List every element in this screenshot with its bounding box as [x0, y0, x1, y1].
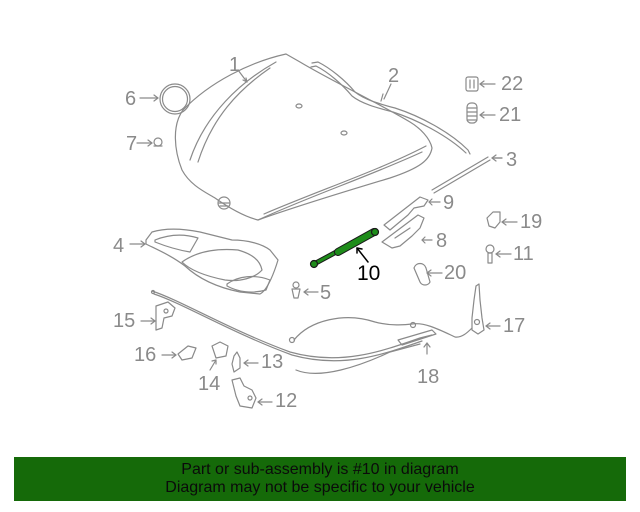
part-5-pin — [291, 281, 319, 299]
part-12-latch-bracket — [231, 377, 273, 409]
callout-22[interactable]: 22 — [501, 73, 524, 95]
banner-disclaimer-line: Diagram may not be specific to your vehi… — [165, 479, 475, 496]
callout-4[interactable]: 4 — [113, 235, 125, 257]
callout-10-highlighted[interactable]: 10 — [357, 262, 381, 285]
callout-16[interactable]: 16 — [134, 344, 157, 366]
part-10-lift-support-strut — [309, 227, 380, 269]
callout-2[interactable]: 2 — [388, 65, 400, 87]
callout-11[interactable]: 11 — [513, 243, 534, 265]
part-22-clip — [465, 76, 496, 92]
part-9-hinge-bracket — [383, 196, 441, 231]
part-17-latch — [471, 283, 501, 335]
part-14-bumper — [209, 341, 229, 371]
callout-19[interactable]: 19 — [520, 211, 543, 233]
callout-14[interactable]: 14 — [198, 373, 221, 395]
part-8-hinge — [381, 214, 433, 249]
callout-6[interactable]: 6 — [125, 88, 137, 110]
callout-3[interactable]: 3 — [506, 149, 518, 171]
callout-9[interactable]: 9 — [443, 192, 455, 214]
callout-7[interactable]: 7 — [126, 133, 138, 155]
part-6-grommet — [139, 83, 191, 115]
callout-18[interactable]: 18 — [417, 366, 440, 388]
diagram-artwork — [129, 53, 518, 409]
part-4-insulator — [129, 228, 279, 295]
callout-13[interactable]: 13 — [261, 351, 284, 373]
banner-part-line: Part or sub-assembly is #10 in diagram — [181, 461, 459, 478]
part-21-bumper — [466, 102, 496, 124]
callout-17[interactable]: 17 — [503, 315, 526, 337]
callout-8[interactable]: 8 — [436, 230, 448, 252]
part-info-banner: Part or sub-assembly is #10 in diagram D… — [14, 457, 626, 501]
callout-21[interactable]: 21 — [499, 104, 522, 126]
part-7-clip — [136, 137, 163, 147]
part-cables — [150, 289, 473, 374]
part-1-hood — [174, 53, 433, 221]
part-19-clip — [486, 211, 518, 229]
callout-12[interactable]: 12 — [275, 390, 298, 412]
part-15-bracket — [140, 301, 176, 331]
part-2-seal — [310, 61, 471, 155]
part-20-bracket — [413, 262, 443, 286]
callout-15[interactable]: 15 — [113, 310, 136, 332]
part-13-clip — [231, 351, 259, 373]
part-16-pad — [161, 345, 197, 361]
callout-1[interactable]: 1 — [229, 54, 241, 76]
callout-20[interactable]: 20 — [444, 262, 467, 284]
part-11-bolt — [485, 244, 512, 264]
part-3-strip — [431, 156, 503, 194]
callout-5[interactable]: 5 — [320, 282, 332, 304]
parts-diagram: 1 2 3 4 5 6 7 8 9 10 11 12 13 14 15 16 1… — [113, 53, 543, 412]
